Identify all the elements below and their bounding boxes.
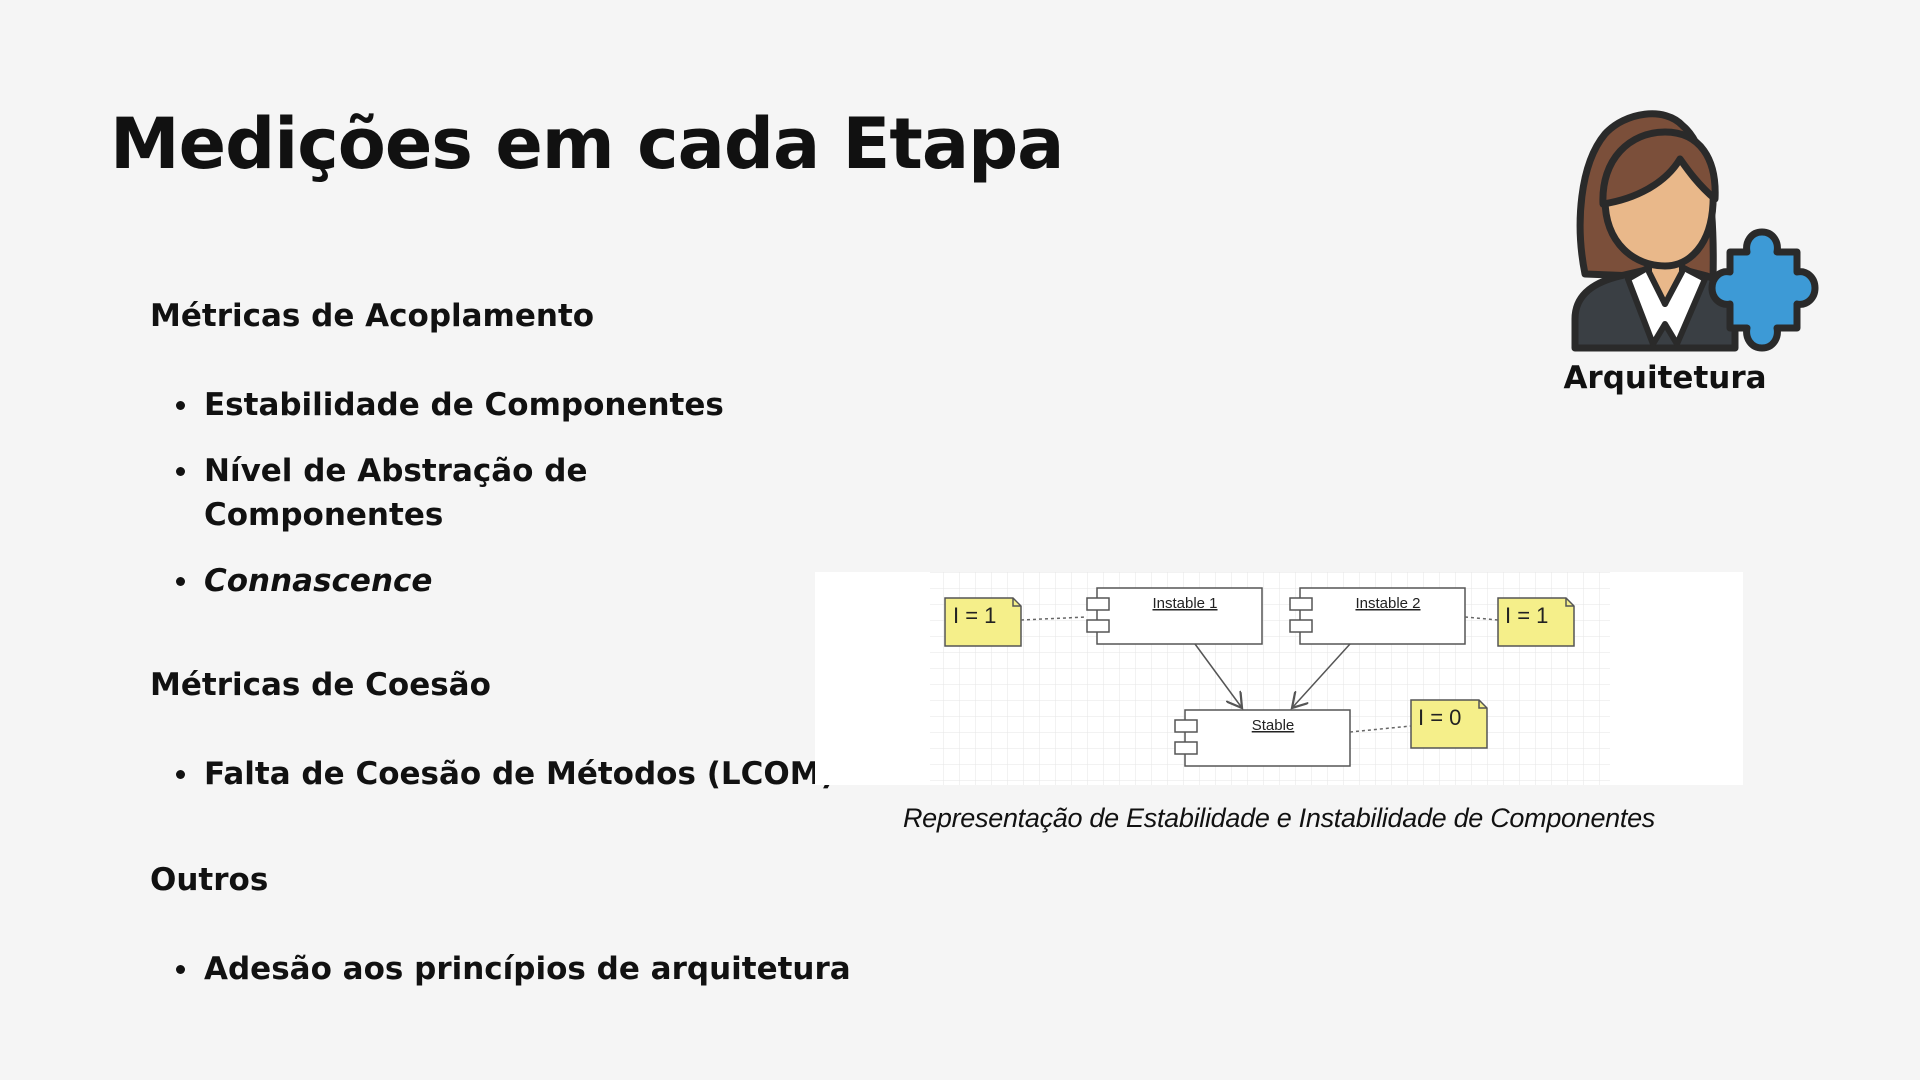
bullet-list-outros: Adesão aos princípios de arquitetura xyxy=(176,947,904,991)
architect-woman-with-puzzle-icon xyxy=(1571,110,1819,352)
note-connector xyxy=(1349,725,1412,733)
note-stable: I = 0 xyxy=(1410,699,1488,749)
note-label: I = 1 xyxy=(1505,603,1548,628)
bullet-list-coesao: Falta de Coesão de Métodos (LCOM) xyxy=(176,752,904,796)
avatar-label: Arquitetura xyxy=(1563,360,1767,396)
list-item: Nível de Abstração de Componentes xyxy=(176,449,604,537)
component-instable-2: Instable 2 xyxy=(1289,587,1466,645)
note-label: I = 0 xyxy=(1418,705,1461,730)
note-instable-1: I = 1 xyxy=(944,597,1022,647)
note-label: I = 1 xyxy=(953,603,996,628)
component-label: Instable 2 xyxy=(1355,595,1420,612)
list-item: Connascence xyxy=(176,559,844,603)
section-heading-outros: Outros xyxy=(150,862,269,898)
uml-diagram: Instable 1 Instable 2 Stable xyxy=(815,572,1743,785)
architect-avatar xyxy=(1565,104,1820,354)
note-instable-2: I = 1 xyxy=(1497,597,1575,647)
section-heading-coesao: Métricas de Coesão xyxy=(150,667,491,703)
page-title: Medições em cada Etapa xyxy=(110,103,1064,185)
component-label: Instable 1 xyxy=(1152,595,1217,612)
note-connector xyxy=(1020,616,1088,621)
dependency-arrow xyxy=(1194,643,1242,708)
uml-diagram-svg: Instable 1 Instable 2 Stable xyxy=(930,572,1610,785)
list-item: Adesão aos princípios de arquitetura xyxy=(176,947,904,991)
list-item: Estabilidade de Componentes xyxy=(176,383,844,427)
bullet-list-acoplamento: Estabilidade de Componentes Nível de Abs… xyxy=(176,383,844,603)
dependency-arrow xyxy=(1292,643,1351,708)
component-label: Stable xyxy=(1252,717,1295,734)
diagram-caption: Representação de Estabilidade e Instabil… xyxy=(902,803,1656,833)
section-heading-acoplamento: Métricas de Acoplamento xyxy=(150,298,595,334)
component-stable: Stable xyxy=(1174,709,1351,767)
component-instable-1: Instable 1 xyxy=(1086,587,1263,645)
list-item: Falta de Coesão de Métodos (LCOM) xyxy=(176,752,904,796)
